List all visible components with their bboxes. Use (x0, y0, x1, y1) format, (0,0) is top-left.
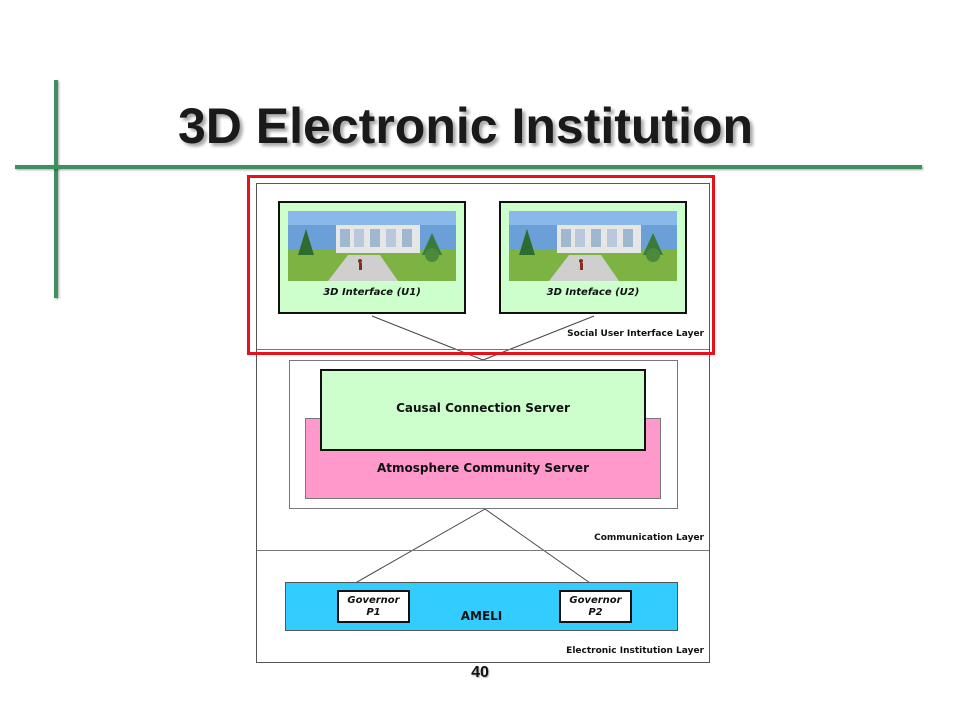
causal-connection-server: Causal Connection Server (320, 369, 646, 451)
governor-p2-line1: Governor (569, 595, 622, 606)
slide-title: 3D Electronic Institution (178, 98, 754, 154)
interface-u2-label: 3D Inteface (U2) (546, 287, 640, 298)
interface-u1-label: 3D Interface (U1) (323, 287, 421, 298)
atmosphere-server-label: Atmosphere Community Server (377, 461, 589, 475)
connector-gov1 (342, 508, 486, 591)
governor-p2: Governor P2 (559, 590, 632, 623)
layer-divider-social (257, 349, 709, 350)
connector-gov2 (484, 508, 601, 591)
governor-p1: Governor P1 (337, 590, 410, 623)
layer-label-institution: Electronic Institution Layer (566, 646, 704, 656)
decorative-vertical-bar (54, 80, 58, 298)
causal-server-label: Causal Connection Server (396, 401, 570, 415)
decorative-horizontal-bar (15, 165, 922, 169)
architecture-diagram: 3D Interface (U1) 3D Inteface (U2) Socia… (256, 183, 710, 663)
interface-u2: 3D Inteface (U2) (499, 201, 687, 314)
interface-u1: 3D Interface (U1) (278, 201, 466, 314)
virtual-world-scene-image (509, 211, 677, 281)
highlight-frame (247, 175, 715, 355)
layer-divider-communication (257, 550, 709, 551)
governor-p1-line2: P1 (366, 607, 381, 618)
governor-p2-line2: P2 (588, 607, 603, 618)
layer-label-social: Social User Interface Layer (567, 329, 704, 339)
virtual-world-scene-image (288, 211, 456, 281)
governor-p1-line1: Governor (347, 595, 400, 606)
ameli-label: AMELI (460, 609, 503, 623)
layer-label-communication: Communication Layer (594, 533, 704, 543)
page-number: 40 (471, 664, 489, 681)
